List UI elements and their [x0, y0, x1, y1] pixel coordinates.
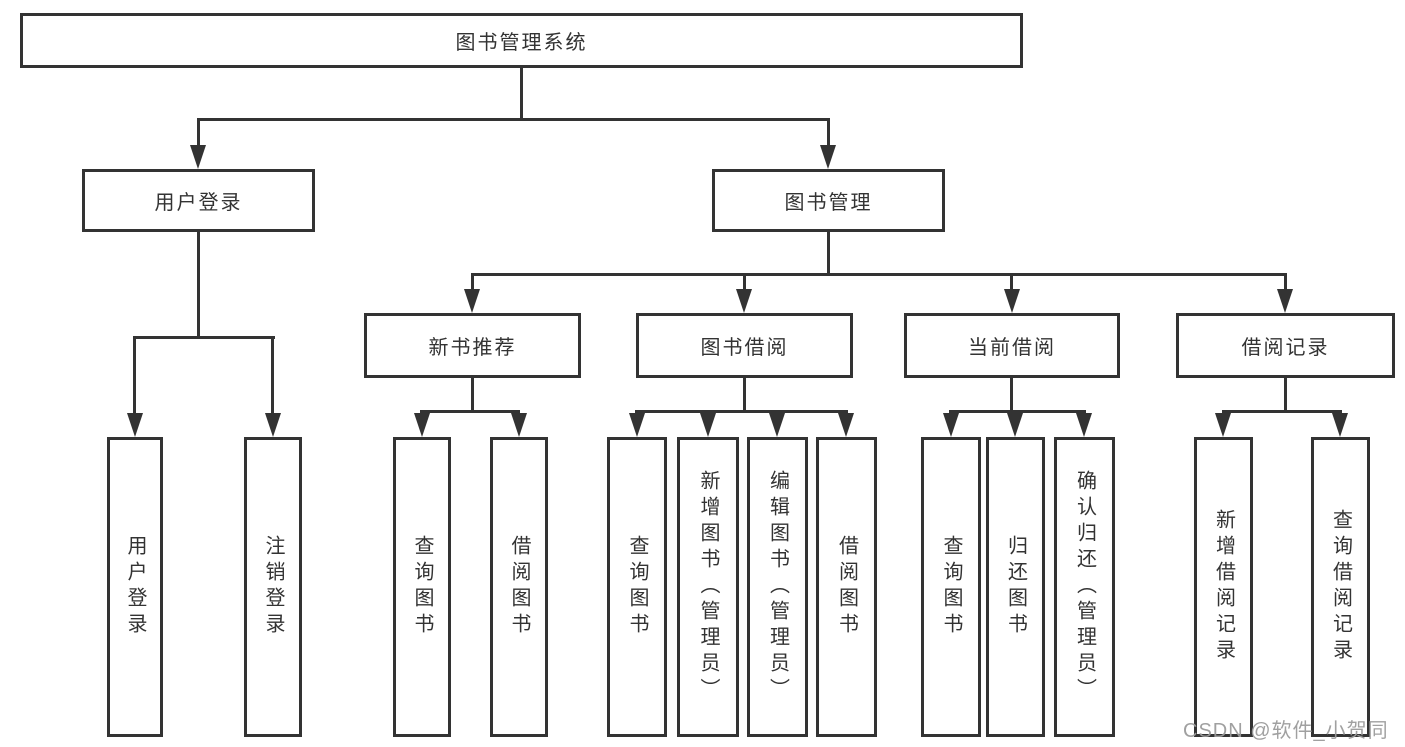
leaf-borrow-books-recommend: 借阅图书 [490, 437, 548, 737]
arrow-down-icon [1004, 289, 1020, 313]
connector-vline [271, 336, 274, 416]
arrow-down-icon [414, 413, 430, 437]
connector-vline [827, 118, 830, 148]
connector-vline [1010, 273, 1013, 291]
leaf-logout: 注销登录 [244, 437, 302, 737]
connector-vline [827, 231, 830, 276]
arrow-down-icon [736, 289, 752, 313]
node-label: 当前借阅 [968, 337, 1056, 359]
connector-vline [1010, 377, 1013, 413]
connector-hline [949, 410, 1086, 413]
node-label: 新增借阅记录 [1212, 509, 1235, 665]
arrow-down-icon [1215, 413, 1231, 437]
node-label: 确认归还（管理员） [1073, 470, 1096, 704]
connector-vline [197, 231, 200, 339]
arrow-down-icon [943, 413, 959, 437]
leaf-confirm-return-admin: 确认归还（管理员） [1054, 437, 1115, 737]
connector-vline [133, 336, 136, 416]
connector-hline [197, 118, 830, 121]
node-label: 图书管理系统 [455, 32, 588, 54]
arrow-down-icon [127, 413, 143, 437]
node-label: 借阅记录 [1241, 337, 1330, 359]
node-library-system: 图书管理系统 [20, 13, 1023, 68]
node-label: 新书推荐 [428, 337, 517, 359]
node-label: 编辑图书（管理员） [766, 470, 789, 704]
node-borrow-records: 借阅记录 [1176, 313, 1395, 378]
arrow-down-icon [1277, 289, 1293, 313]
node-label: 归还图书 [1004, 535, 1027, 639]
arrow-down-icon [190, 145, 206, 169]
leaf-add-book-admin: 新增图书（管理员） [677, 437, 739, 737]
node-current-borrow: 当前借阅 [904, 313, 1120, 378]
connector-vline [743, 273, 746, 291]
arrow-down-icon [1076, 413, 1092, 437]
connector-vline [743, 377, 746, 413]
connector-vline [520, 67, 523, 121]
connector-vline [197, 118, 200, 148]
node-label: 借阅图书 [835, 535, 858, 639]
node-label: 新增图书（管理员） [697, 470, 719, 704]
leaf-borrow-books: 借阅图书 [816, 437, 877, 737]
node-label: 查询借阅记录 [1329, 509, 1352, 665]
arrow-down-icon [629, 413, 645, 437]
connector-hline [471, 273, 1287, 276]
leaf-return-books: 归还图书 [986, 437, 1045, 737]
leaf-query-borrow-record: 查询借阅记录 [1311, 437, 1370, 737]
leaf-query-books-recommend: 查询图书 [393, 437, 451, 737]
arrow-down-icon [1007, 413, 1023, 437]
node-label: 用户登录 [154, 192, 243, 214]
node-new-book-recommend: 新书推荐 [364, 313, 581, 378]
node-label: 查询图书 [626, 535, 648, 639]
leaf-add-borrow-record: 新增借阅记录 [1194, 437, 1253, 737]
arrow-down-icon [511, 413, 527, 437]
node-label: 查询图书 [411, 535, 433, 639]
csdn-watermark: CSDN @软件_小贺同学 [1183, 720, 1389, 742]
node-label: 用户登录 [124, 535, 146, 639]
connector-hline [1222, 410, 1342, 413]
node-label: 图书管理 [784, 192, 873, 214]
connector-hline [134, 336, 275, 339]
leaf-query-books-borrow: 查询图书 [607, 437, 667, 737]
node-user-login: 用户登录 [82, 169, 315, 232]
connector-vline [471, 273, 474, 291]
arrow-down-icon [838, 413, 854, 437]
node-book-borrow: 图书借阅 [636, 313, 853, 378]
connector-vline [1284, 377, 1287, 413]
leaf-user-login: 用户登录 [107, 437, 163, 737]
node-label: 注销登录 [262, 535, 284, 639]
arrow-down-icon [265, 413, 281, 437]
arrow-down-icon [700, 413, 716, 437]
arrow-down-icon [820, 145, 836, 169]
node-label: 借阅图书 [508, 535, 530, 639]
node-book-management: 图书管理 [712, 169, 945, 232]
node-label: 图书借阅 [700, 337, 789, 359]
connector-hline [635, 410, 848, 413]
arrow-down-icon [464, 289, 480, 313]
leaf-query-books-current: 查询图书 [921, 437, 981, 737]
connector-hline [420, 410, 520, 413]
arrow-down-icon [769, 413, 785, 437]
connector-vline [471, 377, 474, 413]
arrow-down-icon [1332, 413, 1348, 437]
connector-vline [1284, 273, 1287, 291]
leaf-edit-book-admin: 编辑图书（管理员） [747, 437, 808, 737]
node-label: 查询图书 [940, 535, 962, 639]
